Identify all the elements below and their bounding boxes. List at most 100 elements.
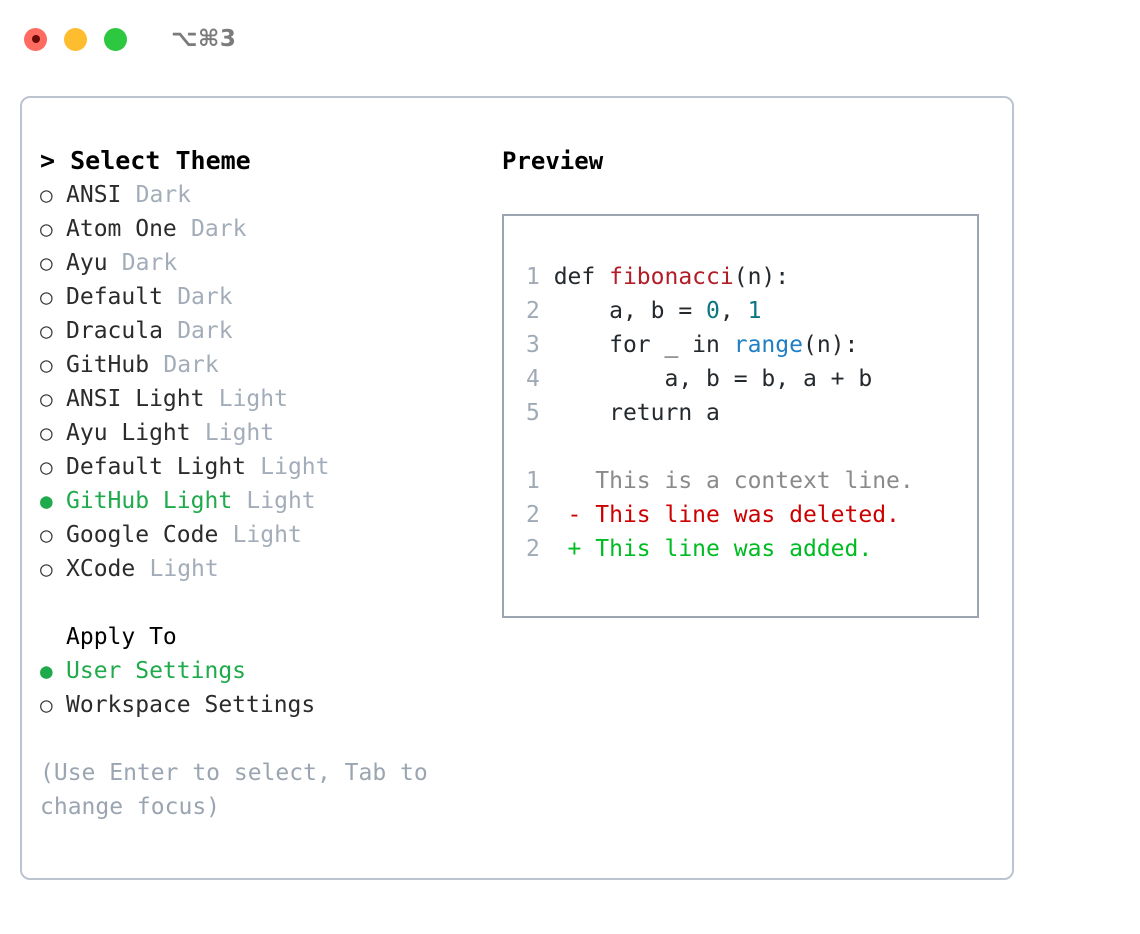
theme-option-label: Ayu Light: [66, 420, 191, 446]
window-controls: [24, 27, 127, 51]
titlebar: ⌥⌘3: [0, 0, 1140, 78]
code-token-plain: a, b =: [553, 298, 707, 324]
radio-unselected-icon: ○: [40, 251, 53, 275]
diff-line-number: 2: [526, 536, 540, 562]
code-token-plain: def: [553, 264, 610, 290]
diff-text: This is a context line.: [595, 468, 914, 494]
code-line: 5 return a: [526, 396, 977, 430]
diff-text: This line was deleted.: [595, 502, 900, 528]
theme-option-tag: Light: [260, 454, 330, 480]
theme-option-tag: Dark: [191, 216, 247, 242]
theme-option-label: Default: [66, 284, 163, 310]
theme-option-google-code[interactable]: ○ Google Code Light: [40, 518, 484, 552]
radio-unselected-icon: ○: [40, 387, 53, 411]
theme-option-xcode[interactable]: ○ XCode Light: [40, 552, 484, 586]
theme-option-label: Atom One: [66, 216, 177, 242]
code-token-call: range: [733, 332, 803, 358]
theme-option-label: GitHub: [66, 352, 150, 378]
line-number: 1: [526, 264, 540, 290]
code-token-plain: return a: [553, 400, 720, 426]
close-button[interactable]: [24, 27, 47, 51]
diff-line-added: 2 + This line was added.: [526, 532, 977, 566]
line-number: 5: [526, 400, 540, 426]
code-token-num: 0: [706, 298, 720, 324]
minimize-button[interactable]: [64, 27, 87, 51]
radio-unselected-icon: ○: [40, 693, 53, 717]
diff-line-number: 2: [526, 502, 540, 528]
diff-sample: 1 This is a context line.2 - This line w…: [526, 464, 977, 566]
radio-unselected-icon: ○: [40, 455, 53, 479]
apply-to-option-user-settings[interactable]: ● User Settings: [40, 654, 484, 688]
line-number: 2: [526, 298, 540, 324]
code-token-plain: a, b = b, a + b: [553, 366, 873, 392]
code-line: 4 a, b = b, a + b: [526, 362, 977, 396]
diff-text: This line was added.: [595, 536, 873, 562]
code-token-fn: fibonacci: [609, 264, 734, 290]
radio-unselected-icon: ○: [40, 557, 53, 581]
help-spacer: [40, 722, 484, 756]
diff-line-number: 1: [526, 468, 540, 494]
theme-option-tag: Light: [218, 386, 288, 412]
keyboard-shortcut-label: ⌥⌘3: [171, 26, 237, 52]
theme-option-github[interactable]: ○ GitHub Dark: [40, 348, 484, 382]
code-token-plain: ,: [719, 298, 748, 324]
radio-unselected-icon: ○: [40, 319, 53, 343]
theme-option-label: XCode: [66, 556, 136, 582]
section-spacer: [40, 586, 484, 620]
theme-option-tag: Dark: [163, 352, 219, 378]
apply-to-option-label: User Settings: [66, 658, 247, 684]
code-token-plain: (n):: [802, 332, 859, 358]
apply-to-option-label: Workspace Settings: [66, 692, 316, 718]
radio-unselected-icon: ○: [40, 285, 53, 309]
line-number: 3: [526, 332, 540, 358]
theme-option-dracula[interactable]: ○ Dracula Dark: [40, 314, 484, 348]
theme-option-tag: Dark: [177, 318, 233, 344]
theme-option-tag: Light: [232, 522, 302, 548]
theme-option-label: ANSI Light: [66, 386, 205, 412]
theme-option-label: Google Code: [66, 522, 219, 548]
theme-option-default[interactable]: ○ Default Dark: [40, 280, 484, 314]
diff-line-deleted: 2 - This line was deleted.: [526, 498, 977, 532]
theme-option-atom-one[interactable]: ○ Atom One Dark: [40, 212, 484, 246]
help-hint-text: (Use Enter to select, Tab to change focu…: [40, 760, 442, 820]
close-button-dot: [31, 35, 40, 43]
radio-unselected-icon: ○: [40, 217, 53, 241]
line-number: 4: [526, 366, 540, 392]
apply-to-option-workspace-settings[interactable]: ○ Workspace Settings: [40, 688, 484, 722]
apply-to-header: Apply To: [66, 624, 177, 650]
theme-option-label: ANSI: [66, 182, 122, 208]
radio-unselected-icon: ○: [40, 421, 53, 445]
theme-option-tag: Light: [149, 556, 219, 582]
diff-line-context: 1 This is a context line.: [526, 464, 977, 498]
diff-marker: [568, 468, 596, 494]
theme-option-tag: Dark: [135, 182, 192, 208]
theme-option-ansi-light[interactable]: ○ ANSI Light Light: [40, 382, 484, 416]
diff-marker: +: [567, 536, 596, 562]
radio-unselected-icon: ○: [40, 353, 53, 377]
apply-to-list: ● User Settings ○ Workspace Settings: [40, 654, 484, 722]
theme-option-label: Default Light: [66, 454, 247, 480]
code-diff-separator: [526, 430, 977, 464]
theme-option-tag: Light: [246, 488, 316, 514]
code-sample: 1 def fibonacci(n): 2 a, b = 0, 1 3 for _ …: [526, 260, 977, 430]
theme-option-tag: Dark: [177, 284, 233, 310]
radio-unselected-icon: ○: [40, 523, 53, 547]
theme-option-tag: Dark: [121, 250, 178, 276]
radio-selected-icon: ●: [40, 659, 53, 683]
theme-option-ayu-light[interactable]: ○ Ayu Light Light: [40, 416, 484, 450]
theme-option-label: Dracula: [66, 318, 163, 344]
maximize-button[interactable]: [104, 27, 127, 51]
code-line: 3 for _ in range(n):: [526, 328, 977, 362]
theme-option-default-light[interactable]: ○ Default Light Light: [40, 450, 484, 484]
theme-option-label: GitHub Light: [66, 488, 233, 514]
code-line: 1 def fibonacci(n):: [526, 260, 977, 294]
theme-option-tag: Light: [204, 420, 275, 446]
